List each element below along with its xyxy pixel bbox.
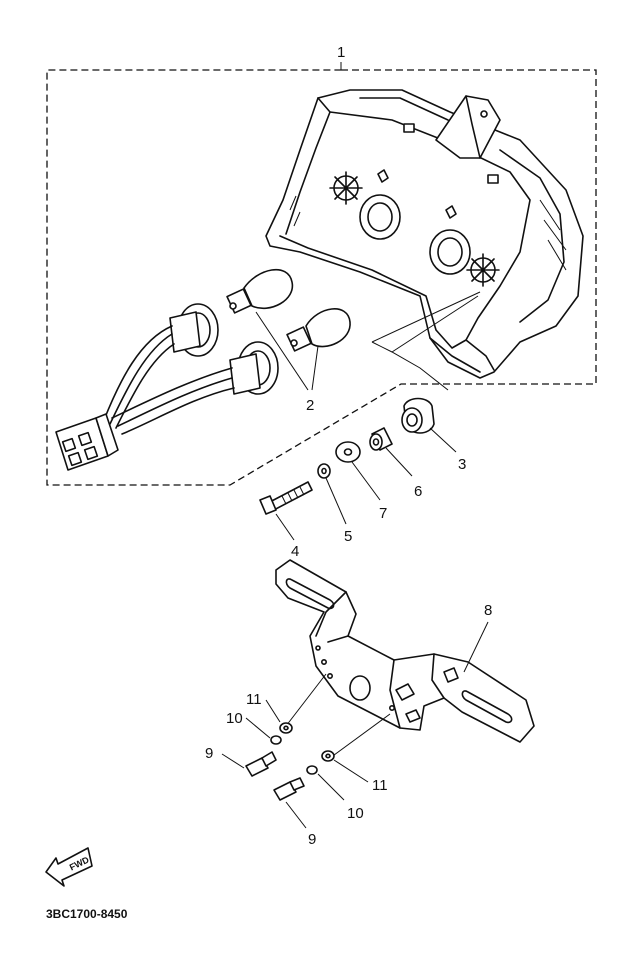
part-label-9-left: 9 [205,745,213,762]
bolt-long [259,481,313,541]
part-label-10-right: 10 [347,805,364,822]
nut-left [265,699,293,734]
bulb-leaders [255,311,319,391]
part-label-2: 2 [306,397,314,414]
nut-right [321,750,369,783]
part-label-5: 5 [344,528,352,545]
washer-left [245,717,282,745]
part-label-11-right: 11 [372,777,388,794]
part-label-7: 7 [379,505,387,522]
wiring-harness [55,303,279,471]
fastener-leaders [285,673,391,759]
bulb-leader-lines [371,291,481,391]
part-label-3: 3 [458,456,466,473]
taillight-housing [265,89,584,379]
assembly-boundary [46,62,597,486]
license-bracket [275,559,535,743]
collar [369,427,413,477]
part-label-9-right: 9 [308,831,316,848]
bolt-left [221,751,277,777]
catalog-code: 3BC1700-8450 [46,907,128,921]
part-label-10-left: 10 [226,710,243,727]
grommet [401,397,457,453]
washer-large [335,441,381,501]
part-label-4: 4 [291,543,299,560]
part-label-11-left: 11 [246,691,262,708]
part-labels: 1 2 3 4 5 6 7 8 9 9 10 10 11 11 [205,44,492,848]
bolt-right [273,777,307,829]
forward-arrow: FWD [45,847,93,887]
part-label-6: 6 [414,483,422,500]
part-label-8: 8 [484,602,492,619]
bulb-upper [226,268,294,314]
part-label-1: 1 [337,44,345,61]
washer-right [306,765,345,801]
washer-small [317,463,347,525]
bulb-lower [286,308,351,352]
